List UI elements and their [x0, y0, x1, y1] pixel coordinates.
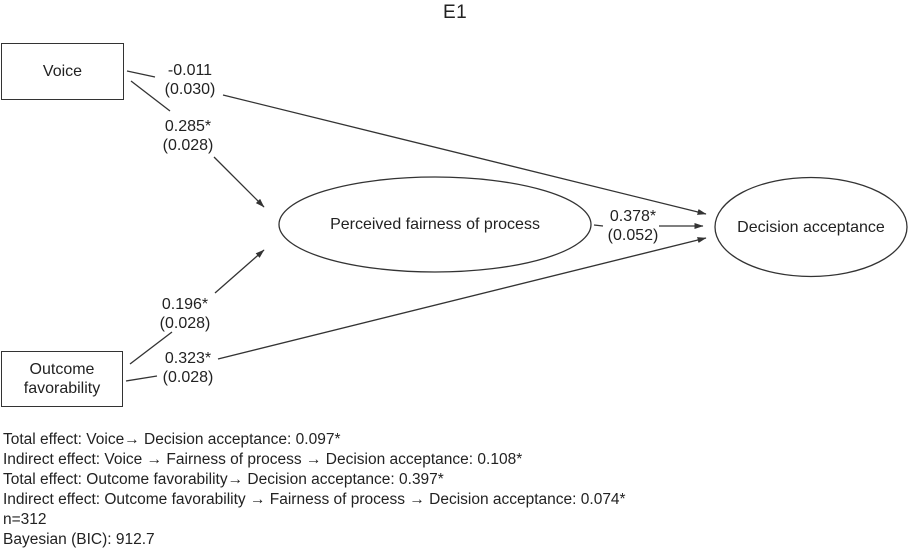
path-line-outcome-decision-pre [125, 375, 158, 382]
node-voice: Voice [1, 43, 124, 100]
path-line-outcome-decision-arrow [217, 237, 707, 360]
coef-se: (0.028) [162, 137, 214, 154]
coef-value: 0.323* [164, 350, 212, 367]
note-sample-size: n=312 [3, 511, 47, 528]
node-outcome-favorability-label: Outcome favorability [23, 361, 101, 397]
path-line-outcome-fairness-pre [129, 331, 173, 365]
coef-se: (0.052) [607, 227, 659, 244]
note-indirect-effect-voice: Indirect effect: Voice → Fairness of pro… [3, 451, 523, 468]
node-outcome-favorability: Outcome favorability [1, 351, 123, 407]
coef-outcome-to-fairness: 0.196* (0.028) [160, 295, 211, 333]
perceived-fairness-ellipse [278, 176, 592, 273]
coef-value: 0.285* [164, 118, 212, 135]
path-line-voice-decision-pre [126, 70, 156, 78]
path-line-voice-fairness-arrow [213, 156, 265, 208]
note-bayesian-bic: Bayesian (BIC): 912.7 [3, 531, 155, 548]
note-total-effect-outcome: Total effect: Outcome favorability→ Deci… [3, 471, 444, 488]
path-line-fairness-decision-pre [593, 224, 604, 227]
note-total-effect-voice: Total effect: Voice→ Decision acceptance… [3, 431, 341, 448]
coef-se: (0.030) [164, 81, 216, 98]
notes-block: Total effect: Voice→ Decision acceptance… [3, 430, 626, 549]
figure-title: E1 [443, 2, 468, 23]
coef-value: -0.011 [167, 62, 213, 79]
path-line-voice-decision-arrow [222, 94, 707, 215]
coef-voice-to-decision: -0.011 (0.030) [165, 61, 216, 99]
coef-se: (0.028) [162, 369, 214, 386]
coef-outcome-to-decision: 0.323* (0.028) [163, 349, 214, 387]
node-decision-acceptance-label: Decision acceptance [737, 219, 885, 236]
coef-value: 0.378* [609, 208, 657, 225]
node-voice-label: Voice [42, 63, 83, 80]
note-indirect-effect-outcome: Indirect effect: Outcome favorability → … [3, 491, 626, 508]
coef-voice-to-fairness: 0.285* (0.028) [163, 117, 214, 155]
path-line-outcome-fairness-arrow [214, 249, 265, 294]
coef-se: (0.028) [159, 315, 211, 332]
coef-value: 0.196* [161, 296, 209, 313]
path-line-voice-fairness-pre [130, 80, 171, 112]
node-perceived-fairness-label: Perceived fairness of process [330, 216, 540, 233]
coef-fairness-to-decision: 0.378* (0.052) [608, 207, 659, 245]
decision-acceptance-ellipse [714, 176, 908, 278]
